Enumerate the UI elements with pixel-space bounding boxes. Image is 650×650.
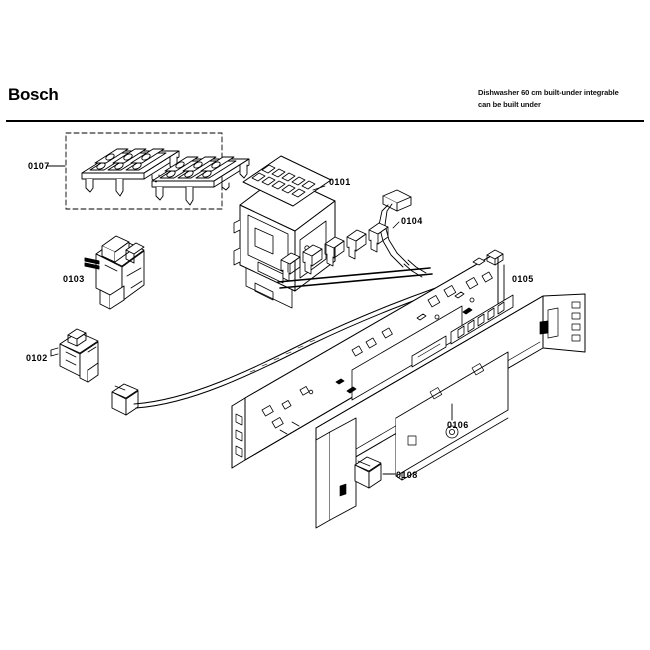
- model-line-2: can be built under: [478, 99, 541, 109]
- callout-0105: 0105: [512, 274, 534, 284]
- callout-0104: 0104: [401, 216, 423, 226]
- header-divider: [6, 120, 644, 122]
- callout-0101: 0101: [329, 177, 351, 187]
- page-header: Bosch Dishwasher 60 cm built-under integ…: [0, 0, 650, 124]
- callout-0107: 0107: [28, 161, 50, 171]
- model-line-1: Dishwasher 60 cm built-under integrable: [478, 88, 619, 97]
- callout-0103: 0103: [63, 274, 85, 284]
- callout-0102: 0102: [26, 353, 48, 363]
- callout-0106: 0106: [447, 420, 469, 430]
- model-description: Dishwasher 60 cm built-under integrable …: [478, 87, 646, 110]
- callout-0108: 0108: [396, 470, 418, 480]
- brand-logo: Bosch: [8, 85, 59, 104]
